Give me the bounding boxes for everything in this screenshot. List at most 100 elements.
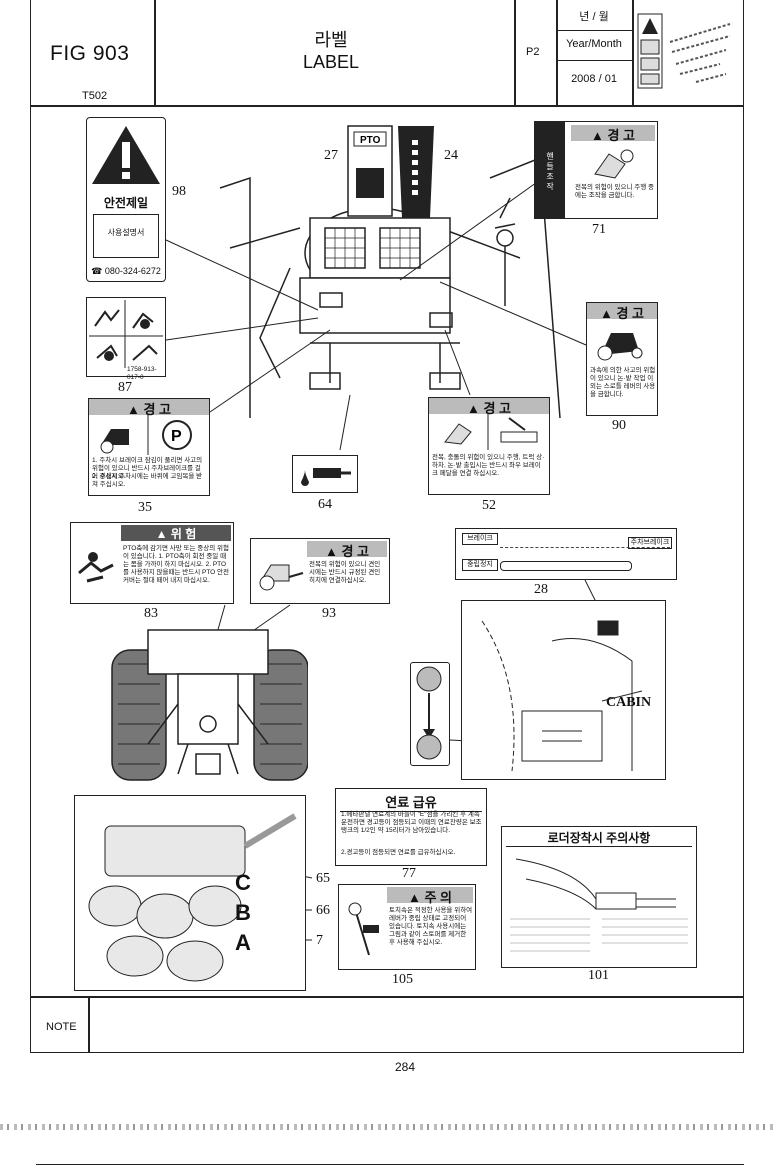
callout-28: 28 bbox=[534, 582, 548, 597]
label-83-pto-danger: ▲ 위 험 PTO축에 감기면 사망 또는 중상의 위험이 있습니다. 1. P… bbox=[70, 522, 234, 604]
label-93-text: 전복의 위험이 있으니 견인 시에는 반드시 규정된 견인 히치에 연결하십시오… bbox=[309, 561, 381, 584]
valve-c-text: C bbox=[235, 870, 251, 895]
label-28-slot bbox=[500, 561, 632, 571]
label-71-head-text: 경 고 bbox=[607, 128, 636, 143]
label-52-brake-warning: ▲ 경 고 전복, 충돌의 위험이 있으니 주행, 트럭 상·하차, 논·밭 출… bbox=[428, 397, 550, 495]
callout-27: 27 bbox=[324, 148, 338, 163]
label-105-head-text: 주 의 bbox=[424, 890, 453, 905]
oil-drop-icon bbox=[301, 468, 351, 486]
brake-pedal-icons bbox=[444, 414, 538, 450]
callout-35: 35 bbox=[138, 500, 152, 515]
callout-64: 64 bbox=[318, 497, 332, 512]
label-105-text: 토치속은 적정한 사용을 위하여 레버가 중립 상태로 고정되어 있습니다. 토… bbox=[389, 907, 473, 946]
callout-105: 105 bbox=[392, 972, 413, 987]
label-101-loader-caution: 로더장착시 주의사항 bbox=[501, 826, 697, 968]
header-col-1 bbox=[154, 0, 156, 105]
label-71-side-text: 핸들조작 bbox=[546, 152, 554, 191]
callout-83: 83 bbox=[144, 606, 158, 621]
label-98-phone: ☎ 080-324-6272 bbox=[91, 266, 161, 276]
note-top-line bbox=[30, 996, 744, 998]
header-label-thumbnail bbox=[637, 13, 731, 89]
lever-stopper-icon bbox=[348, 902, 379, 956]
callout-66: 66 bbox=[316, 903, 330, 918]
callout-24: 24 bbox=[444, 148, 458, 163]
date-header-ko: 년 / 월 bbox=[579, 11, 609, 23]
callout-90: 90 bbox=[612, 418, 626, 433]
parking-icons: P bbox=[100, 415, 192, 455]
valve-block-drawing: C B A bbox=[74, 795, 306, 991]
cabin-sketch bbox=[481, 620, 643, 772]
cabin-drawing: CABIN bbox=[461, 600, 666, 780]
label-87-pictogram: 1758-913-017-0 bbox=[86, 297, 166, 381]
label-28-brake-text: 브레이크 bbox=[462, 533, 498, 545]
label-71-steering-warning: 핸들조작 ▲ 경 고 전복의 위험이 있으니 주행 중에는 조작을 금합니다. bbox=[534, 121, 658, 219]
valve-b-text: B bbox=[235, 900, 251, 925]
label-77-item1: 1.메타판넬 연료계의 바늘이 "E"점을 가리킨 후 계속 운전하면 경고등이… bbox=[341, 811, 482, 834]
label-90-head-text: 경 고 bbox=[616, 306, 645, 321]
label-35-head: ▲ 경 고 bbox=[89, 399, 209, 417]
warning-triangle-icon bbox=[92, 126, 160, 184]
model-code: T502 bbox=[82, 90, 108, 102]
date-value: 2008 / 01 bbox=[571, 73, 617, 85]
label-93-towing-warning: ▲ 경 고 전복의 위험이 있으니 견인 시에는 반드시 규정된 견인 히치에 … bbox=[250, 538, 390, 604]
label-52-head-text: 경 고 bbox=[483, 401, 512, 416]
steering-icon bbox=[594, 149, 634, 179]
label-71-text: 전복의 위험이 있으니 주행 중에는 조작을 금합니다. bbox=[575, 184, 654, 199]
overturn-icon bbox=[597, 333, 643, 361]
label-77-fuel: 연료 급유 1.메타판넬 연료계의 바늘이 "E"점을 가리킨 후 계속 운전하… bbox=[335, 788, 487, 866]
header-divider bbox=[30, 105, 744, 107]
valve-sketch bbox=[88, 813, 297, 982]
label-77-item2: 2.경고등이 점등되면 연료를 급유하십시오. bbox=[341, 849, 456, 856]
callout-87: 87 bbox=[118, 380, 132, 395]
towing-icon bbox=[259, 564, 304, 591]
callout-77: 77 bbox=[402, 866, 416, 881]
label-93-head-text: 경 고 bbox=[341, 544, 370, 559]
bottom-edge-line bbox=[36, 1164, 744, 1165]
label-93-head: ▲ 경 고 bbox=[307, 541, 387, 559]
label-87-code: 1758-913-017-0 bbox=[127, 366, 157, 381]
range-arrow-icon bbox=[416, 666, 442, 760]
title-english: LABEL bbox=[302, 52, 360, 72]
label-64-oil bbox=[292, 455, 358, 493]
callout-7: 7 bbox=[316, 933, 323, 948]
label-90-text: 과속에 의한 사고의 위험이 있으니 논·밭 작업 이외는 스로틀 레버의 사용… bbox=[590, 367, 656, 398]
label-35-text1: 1. 주차시 브레이크 잠김이 풀리면 사고의 위험이 있으니 반드시 주차브레… bbox=[92, 457, 203, 480]
label-35-parking-warning: ▲ 경 고 P 1. 주차시 브레이크 잠김이 풀리면 사고의 위험이 있으니 … bbox=[88, 398, 210, 496]
pictogram-icon bbox=[89, 300, 163, 368]
date-divider-2 bbox=[556, 60, 632, 61]
label-28-neutral-text: 중립정지 bbox=[462, 559, 498, 571]
label-98-book-text: 사용설명서 bbox=[107, 228, 145, 237]
label-28-brake-panel: 브레이크 주차브레이크 중립정지 bbox=[455, 528, 677, 580]
label-105-head: ▲ 주 의 bbox=[387, 887, 473, 905]
callout-65: 65 bbox=[316, 871, 330, 886]
callout-71: 71 bbox=[592, 222, 606, 237]
header-col-3 bbox=[556, 0, 558, 105]
tractor-dashboard-drawing: PTO bbox=[219, 125, 561, 419]
valve-a-text: A bbox=[235, 930, 251, 955]
label-52-head: ▲ 경 고 bbox=[429, 398, 549, 416]
label-52-text: 전복, 충돌의 위험이 있으니 주행, 트럭 상·하차, 논·밭 출입시는 반드… bbox=[432, 454, 545, 477]
tractor-rear-drawing bbox=[111, 629, 308, 781]
page-number: 284 bbox=[394, 1060, 416, 1074]
page-frame bbox=[30, 0, 744, 1053]
entanglement-icon bbox=[78, 552, 114, 583]
callout-52: 52 bbox=[482, 498, 496, 513]
pto-label-text: PTO bbox=[360, 135, 381, 146]
label-105-caution: ▲ 주 의 토치속은 적정한 사용을 위하여 레버가 중립 상태로 고정되어 있… bbox=[338, 884, 476, 970]
label-28-dashed bbox=[500, 547, 670, 550]
loader-diagram bbox=[510, 858, 688, 952]
callout-101: 101 bbox=[588, 968, 609, 983]
label-35-text2: 2. 경사지 주차시에는 바퀴에 고임목을 받쳐 주십시오. bbox=[92, 473, 203, 488]
label-90-speed-warning: ▲ 경 고 과속에 의한 사고의 위험이 있으니 논·밭 작업 이외는 스로틀 … bbox=[586, 302, 658, 416]
date-divider-1 bbox=[556, 30, 632, 31]
label-28-parking-text: 주차브레이크 bbox=[628, 537, 672, 549]
svg-text:P: P bbox=[171, 428, 182, 445]
fig-label: FIG 903 bbox=[50, 42, 130, 65]
note-label: NOTE bbox=[46, 1021, 77, 1033]
label-range-lever bbox=[410, 662, 450, 766]
book-icon: 사용설명서 bbox=[93, 214, 159, 258]
label-83-head-text: 위 험 bbox=[170, 527, 197, 541]
note-divider bbox=[88, 996, 90, 1053]
date-header-en: Year/Month bbox=[566, 38, 622, 50]
label-101-title: 로더장착시 주의사항 bbox=[506, 829, 692, 847]
